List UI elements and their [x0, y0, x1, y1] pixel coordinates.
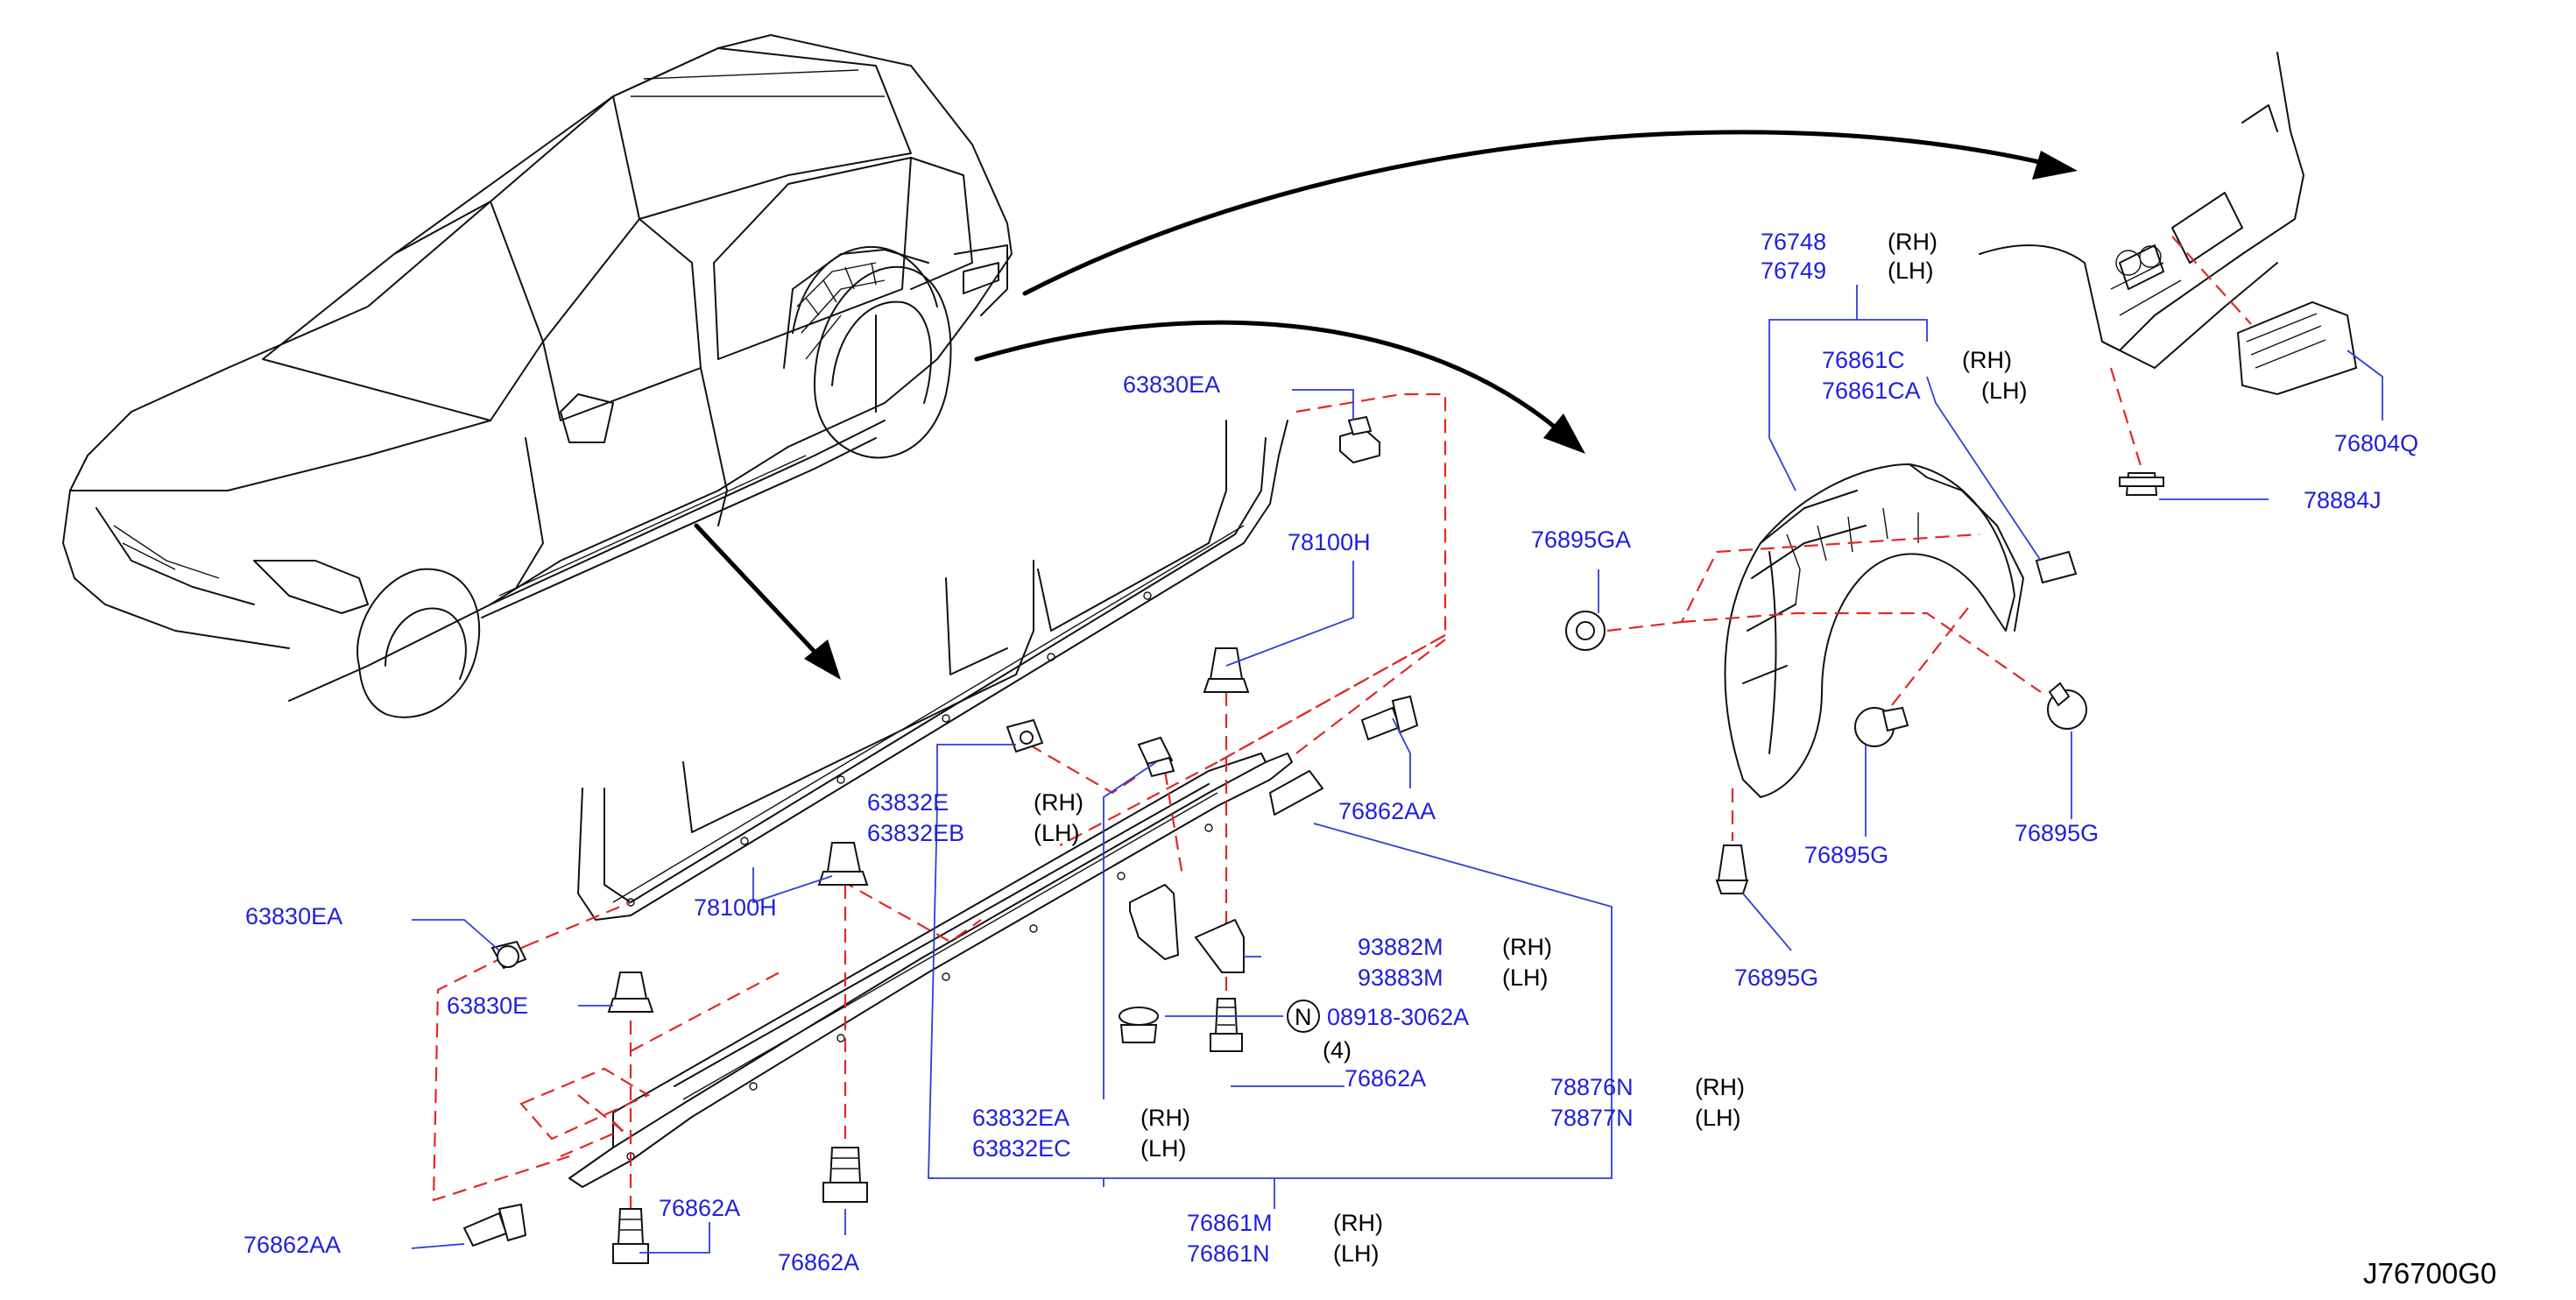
label-lh-76861N: (LH) — [1333, 1240, 1380, 1267]
label-76895GA: 76895GA — [1531, 526, 1631, 553]
label-76749: 76749 — [1761, 258, 1826, 284]
label-rh-76748: (RH) — [1888, 229, 1937, 255]
clip-78100H-left-icon — [817, 842, 869, 886]
arrow-to-panel — [1022, 130, 2061, 296]
label-lh-78877N: (LH) — [1695, 1105, 1741, 1131]
label-rh-93882M: (RH) — [1502, 934, 1552, 960]
label-78100H-top: 78100H — [1288, 529, 1371, 555]
label-78876N: 78876N — [1550, 1074, 1634, 1100]
label-63832E: 63832E — [867, 789, 949, 816]
clip-78884J-icon — [2119, 472, 2164, 496]
label-63832EB: 63832EB — [867, 820, 964, 846]
label-qty4: (4) — [1323, 1037, 1352, 1063]
hidden-lines-panel — [2109, 236, 2252, 470]
arrowhead-to-sill — [804, 639, 841, 680]
label-76862AA-mid: 76862AA — [1338, 798, 1436, 824]
seal-76861C-icon — [2035, 550, 2078, 584]
quarter-panel — [1979, 52, 2304, 369]
label-78884J: 78884J — [2304, 487, 2382, 513]
label-93883M: 93883M — [1358, 964, 1443, 991]
direction-arrows — [694, 130, 2078, 680]
clip-78100H-top-icon — [1203, 647, 1250, 693]
bracket-93882M-icon — [1129, 883, 1245, 973]
label-rh-63832E: (RH) — [1034, 789, 1083, 816]
label-78877N: 78877N — [1550, 1105, 1634, 1131]
label-63830E: 63830E — [447, 993, 528, 1019]
screw-76862AA-mid-icon — [1360, 695, 1419, 741]
label-93882M: 93882M — [1358, 934, 1443, 960]
label-76861M: 76861M — [1187, 1210, 1273, 1236]
label-76861N: 76861N — [1187, 1240, 1270, 1267]
bolt-76862A-bottom-mid-icon — [822, 1147, 868, 1203]
arrowhead-to-panel — [2032, 151, 2078, 180]
label-76861CA: 76861CA — [1822, 378, 1921, 404]
part-labels: 63830EA 78100H 76862AA 63832E 63832EB (R… — [243, 229, 2496, 1289]
label-76804Q: 76804Q — [2334, 430, 2418, 456]
clip-76895G-a-icon — [1854, 706, 1909, 747]
label-rh-76861M: (RH) — [1333, 1210, 1383, 1236]
liner-clips — [1565, 550, 2087, 894]
nut-08918-icon — [1119, 1007, 1159, 1043]
screw-76862AA-bottom-icon — [462, 1203, 527, 1247]
label-lh-76749: (LH) — [1888, 258, 1934, 284]
side-sill-molding — [568, 752, 1323, 1188]
label-rh-76861C: (RH) — [1962, 347, 2012, 373]
label-lh-63832EB: (LH) — [1034, 820, 1080, 846]
clip-76895GA-icon — [1565, 611, 1606, 651]
hidden-lines-liner — [1606, 533, 2042, 841]
label-76862A-bottom1: 76862A — [659, 1195, 740, 1221]
arrow-to-sill — [694, 523, 830, 668]
clip-76895G-b-icon — [2047, 682, 2087, 730]
label-rh-63832EA: (RH) — [1140, 1105, 1190, 1131]
clip-63830EA-left-icon — [490, 940, 527, 970]
label-63830EA-top: 63830EA — [1123, 371, 1220, 398]
rear-wheel-liner — [1724, 463, 2024, 798]
clip-63830EA-top-icon — [1339, 415, 1380, 464]
label-63832EC: 63832EC — [972, 1135, 1071, 1162]
label-lh-93883M: (LH) — [1502, 964, 1549, 991]
body-sill-section — [577, 420, 1288, 921]
label-63830EA-left: 63830EA — [245, 903, 342, 929]
label-rh-78876N: (RH) — [1695, 1074, 1745, 1100]
car-illustration — [62, 34, 1013, 718]
bolt-76862A-mid-icon — [1210, 998, 1243, 1052]
label-63832EA: 63832EA — [972, 1105, 1069, 1131]
clip-76895G-c-icon — [1715, 844, 1749, 894]
arrowhead-to-liner — [1543, 413, 1585, 454]
label-08918: 08918-3062A — [1327, 1004, 1469, 1030]
clip-63832E-icon — [1006, 718, 1044, 753]
label-76862A-mid: 76862A — [1344, 1065, 1426, 1092]
vent-76804Q-icon — [2236, 300, 2358, 396]
label-76748: 76748 — [1761, 229, 1826, 255]
label-76895G-c: 76895G — [1734, 964, 1818, 991]
label-76862AA-bottom: 76862AA — [243, 1232, 341, 1258]
arrow-to-liner — [974, 320, 1570, 441]
sill-clips — [462, 415, 1419, 1264]
label-76861C: 76861C — [1822, 347, 1905, 373]
leader-lines — [411, 285, 2383, 1254]
label-76895G-b: 76895G — [2015, 820, 2099, 846]
label-lh-63832EC: (LH) — [1140, 1135, 1187, 1162]
clip-63832EA-icon — [1137, 736, 1175, 778]
label-lh-76861CA: (LH) — [1981, 378, 2028, 404]
label-78100H-left: 78100H — [694, 894, 777, 921]
label-n-symbol: N — [1295, 1004, 1312, 1030]
diagram-code: J76700G0 — [2363, 1257, 2496, 1289]
clip-63830E-icon — [607, 971, 654, 1013]
bolt-76862A-bottom-left-icon — [612, 1208, 649, 1264]
label-76862A-bottom2: 76862A — [778, 1249, 859, 1275]
label-76895G-a: 76895G — [1804, 842, 1888, 868]
